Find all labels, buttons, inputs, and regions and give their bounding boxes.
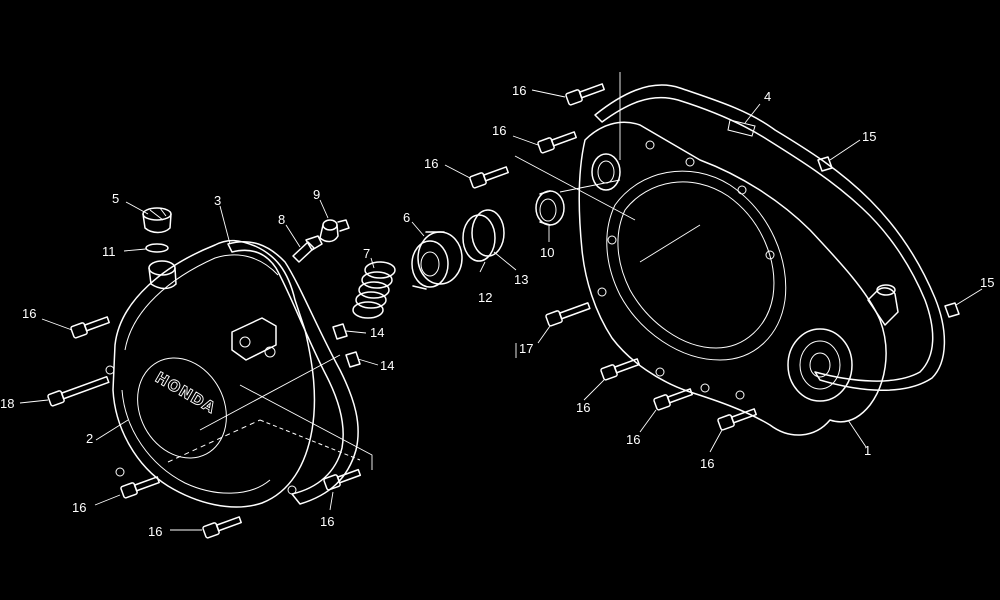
callout-9: 9	[313, 187, 320, 202]
ring-12	[462, 214, 496, 262]
dowel-pin-15b	[944, 302, 960, 318]
callout-16d: 16	[320, 514, 334, 529]
dowel-pin-15a	[817, 156, 833, 172]
oil-filler-cap	[142, 207, 172, 234]
assembly-leader	[239, 384, 373, 470]
bolt-right-16f	[537, 131, 577, 154]
dowel-pin-14b	[345, 351, 361, 368]
callout-15a: 15	[862, 129, 876, 144]
callout-3: 3	[214, 193, 221, 208]
gasket-tab	[727, 119, 756, 137]
callout-16j: 16	[700, 456, 714, 471]
callout-2: 2	[86, 431, 93, 446]
o-ring-11	[145, 243, 169, 253]
alignment-line-3	[514, 155, 636, 221]
callout-17: 17	[519, 341, 533, 356]
bolt-right-16i	[653, 388, 693, 411]
callout-1: 1	[864, 443, 871, 458]
alignment-line-2	[639, 224, 701, 263]
bolt-left-16d	[323, 468, 362, 491]
bolt-right-16h	[600, 358, 640, 381]
center-line	[167, 419, 261, 463]
bolt-left-16b	[120, 476, 160, 499]
bolt-right-17	[545, 302, 591, 327]
callout-16c: 16	[148, 524, 162, 539]
callouts: 1 2 3 4 5 6 7 8 9 10 11 12 13 14 14 15 1…	[0, 83, 994, 539]
alignment-line-4	[559, 179, 621, 193]
callout-16h: 16	[576, 400, 590, 415]
assembly-leader-2	[199, 354, 341, 431]
callout-14b: 14	[380, 358, 394, 373]
bolt-right-16e	[565, 83, 605, 106]
callout-16b: 16	[72, 500, 86, 515]
fitting-9	[319, 219, 350, 243]
callout-16i: 16	[626, 432, 640, 447]
callout-12: 12	[478, 290, 492, 305]
bolt-right-16g	[469, 166, 509, 189]
callout-16g: 16	[424, 156, 438, 171]
bolt-left-18	[47, 375, 110, 407]
oil-seal-10	[535, 190, 565, 226]
leader-lines	[19, 89, 983, 531]
assembly-line	[259, 419, 361, 461]
dowel-pin-14a	[332, 323, 348, 340]
callout-10: 10	[540, 245, 554, 260]
callout-11: 11	[102, 244, 116, 259]
gasket-4	[594, 84, 946, 391]
callout-5: 5	[112, 191, 119, 206]
bolt-left-16a	[70, 316, 110, 339]
callout-6: 6	[403, 210, 410, 225]
callout-8: 8	[278, 212, 285, 227]
ring-13	[471, 209, 505, 257]
callout-13: 13	[514, 272, 528, 287]
callout-14a: 14	[370, 325, 384, 340]
callout-15b: 15	[980, 275, 994, 290]
crankcase-cover	[578, 121, 899, 436]
callout-16a: 16	[22, 306, 36, 321]
gasket-3	[227, 241, 359, 505]
callout-16f: 16	[492, 123, 506, 138]
callout-7: 7	[363, 246, 370, 261]
breather-fitting-8	[292, 235, 323, 263]
bolt-right-16j	[717, 408, 757, 431]
callout-16e: 16	[512, 83, 526, 98]
callout-18: 18	[0, 396, 14, 411]
spring-7	[352, 261, 396, 319]
brand-text: HONDA	[152, 368, 219, 417]
callout-4: 4	[764, 89, 771, 104]
bearing-6	[411, 231, 463, 290]
bolt-left-16c	[202, 516, 242, 539]
